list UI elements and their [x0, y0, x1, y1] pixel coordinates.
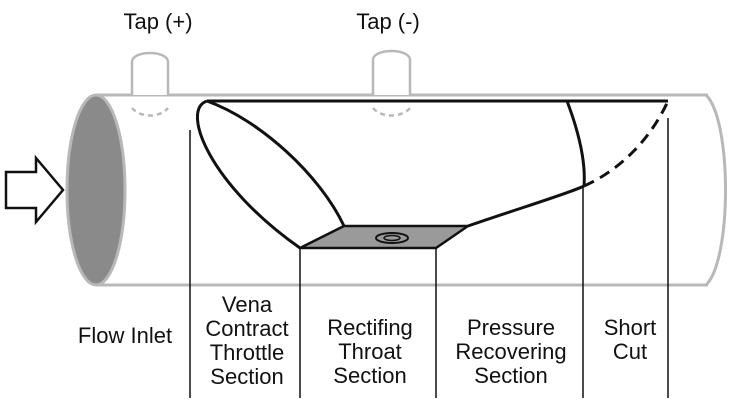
tap-negative — [371, 49, 412, 117]
tap-positive-label: Tap (+) — [123, 9, 193, 34]
tap-negative-label: Tap (-) — [356, 9, 420, 34]
pressure-recovering-section-label: Pressure Recovering Section — [455, 315, 567, 388]
rectifying-throat-section-label: Rectifing Throat Section — [327, 315, 413, 388]
venturi-shape — [196, 99, 670, 250]
section-dividers — [189, 118, 669, 398]
flow-arrow-icon — [4, 154, 65, 226]
throat-plate — [299, 224, 473, 250]
short-cut-label: Short Cut — [603, 315, 657, 364]
vena-contract-throttle-section-label: Vena Contract Throttle Section — [205, 292, 289, 389]
tap-positive — [130, 51, 170, 117]
flow-inlet-label: Flow Inlet — [77, 323, 173, 348]
flow-inlet-opening — [65, 93, 127, 287]
